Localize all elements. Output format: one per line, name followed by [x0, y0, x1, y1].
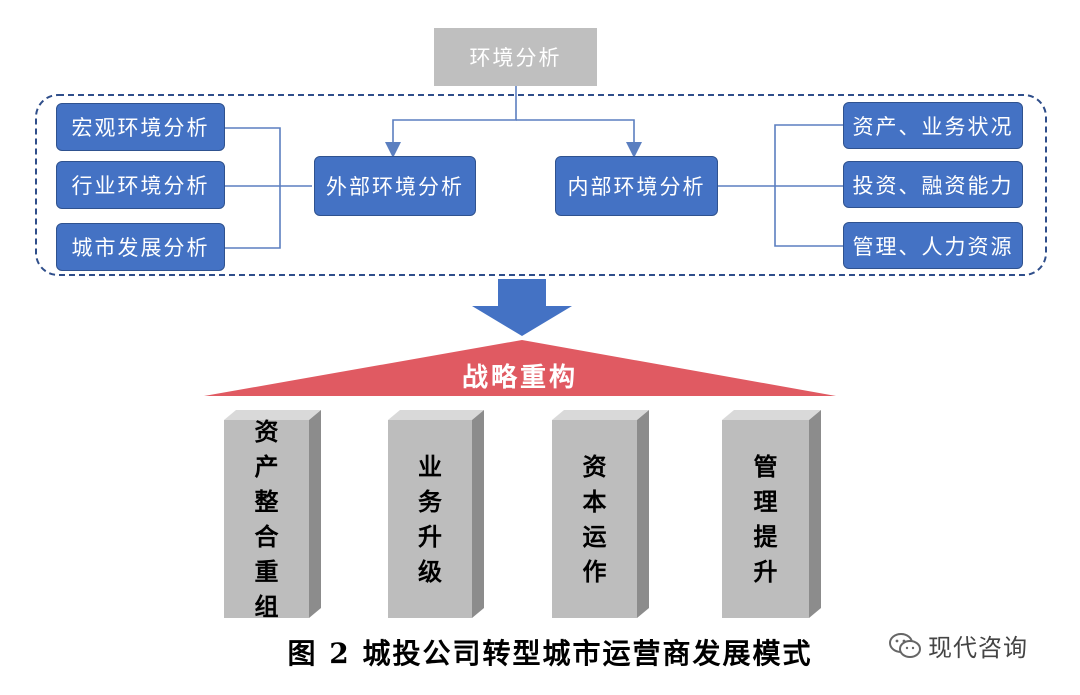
- environment-analysis-label: 环境分析: [469, 46, 562, 70]
- internal-bracket: [718, 124, 843, 247]
- strategy-restructure-label: 战略重构: [461, 363, 578, 393]
- pillar-asset-integration: 资 产 整 合 重 组: [224, 417, 309, 621]
- internal-analysis-box: 内部环境分析: [555, 156, 718, 216]
- pillar-char: 级: [418, 557, 442, 586]
- pillar-char: 务: [418, 487, 442, 516]
- top-connector-right: [516, 119, 642, 158]
- pillar-char: 升: [418, 522, 442, 551]
- internal-analysis-label: 内部环境分析: [567, 175, 706, 199]
- city-development-box: 城市发展分析: [56, 223, 225, 271]
- pillar-char: 理: [753, 487, 778, 516]
- pillar-char: 业: [418, 452, 442, 481]
- management-hr-box: 管理、人力资源: [843, 222, 1023, 269]
- pillar-char: 作: [582, 557, 607, 586]
- assets-business-label: 资产、业务状况: [852, 114, 1014, 139]
- pillar-char: 运: [582, 522, 607, 551]
- pillar-char: 资: [254, 417, 279, 446]
- city-development-label: 城市发展分析: [71, 236, 210, 260]
- pillar-char: 资: [582, 452, 607, 481]
- pillar-capital-operation: 资 本 运 作: [552, 420, 637, 618]
- down-arrow: [472, 279, 572, 336]
- pillar-char: 升: [753, 557, 778, 586]
- analysis-container: [35, 94, 1047, 276]
- pillar-char: 合: [254, 522, 279, 551]
- macro-environment-box: 宏观环境分析: [56, 103, 225, 151]
- watermark: 现代咨询: [888, 628, 1028, 663]
- figure-caption: 图 2 城投公司转型城市运营商发展模式: [287, 637, 813, 670]
- pillar-char: 管: [753, 452, 778, 481]
- external-analysis-label: 外部环境分析: [326, 175, 464, 199]
- pillar-management-improvement: 管 理 提 升: [722, 420, 809, 618]
- pillar-char: 产: [254, 452, 279, 481]
- pillar-char: 本: [582, 487, 607, 516]
- external-bracket: [225, 127, 312, 249]
- investment-finance-label: 投资、融资能力: [852, 173, 1014, 198]
- pillar-char: 组: [254, 592, 279, 621]
- roof-triangle: [204, 340, 836, 396]
- pillar-char: 重: [254, 557, 279, 586]
- assets-business-box: 资产、业务状况: [843, 102, 1023, 149]
- watermark-label: 现代咨询: [928, 634, 1028, 662]
- top-connector: [385, 86, 517, 158]
- investment-finance-box: 投资、融资能力: [843, 161, 1023, 208]
- macro-environment-label: 宏观环境分析: [71, 116, 210, 140]
- external-analysis-box: 外部环境分析: [314, 156, 476, 216]
- industry-environment-box: 行业环境分析: [56, 161, 225, 209]
- pillar-business-upgrade: 业 务 升 级: [388, 420, 472, 618]
- pillar-char: 整: [254, 487, 279, 516]
- environment-analysis-box: 环境分析: [434, 28, 597, 86]
- industry-environment-label: 行业环境分析: [71, 174, 210, 198]
- pillar-sides: [224, 410, 821, 618]
- pillar-char: 提: [753, 522, 778, 551]
- wechat-icon: [889, 632, 921, 658]
- management-hr-label: 管理、人力资源: [852, 234, 1014, 259]
